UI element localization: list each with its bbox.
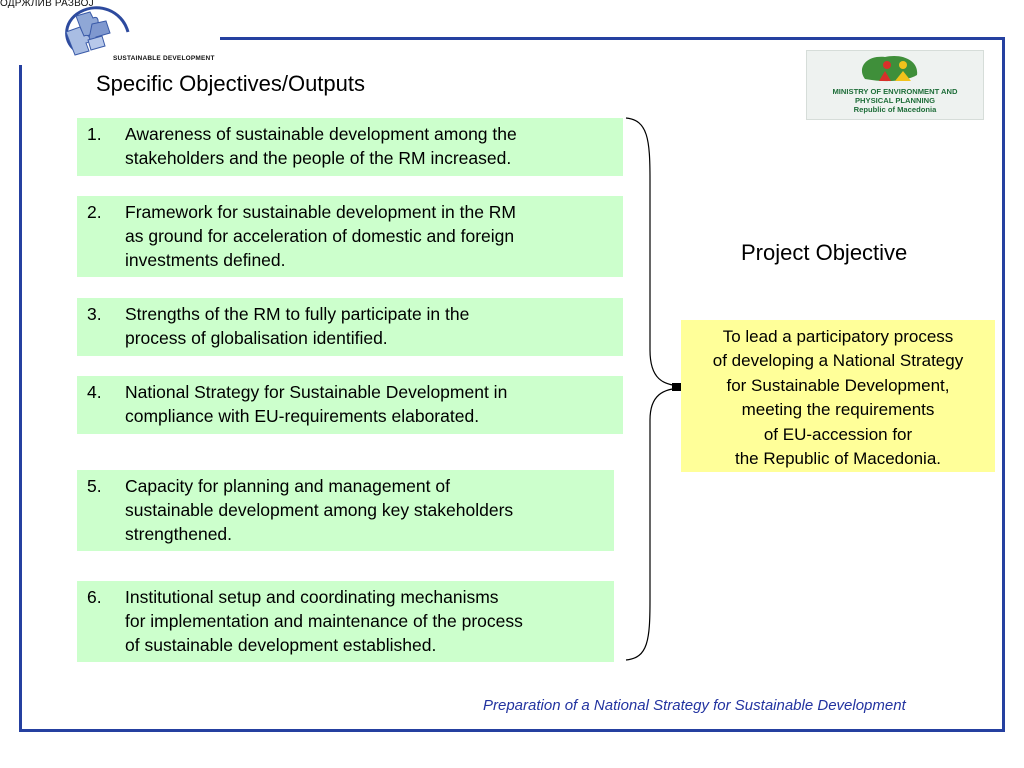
lower-brace-connector bbox=[625, 387, 685, 661]
ministry-line-3: Republic of Macedonia bbox=[853, 105, 937, 114]
ministry-emblem-icon bbox=[861, 55, 918, 82]
footer-text: Preparation of a National Strategy for S… bbox=[483, 697, 906, 714]
objective-number: 6. bbox=[87, 587, 102, 607]
logo-top-text: ОДРЖЛИВ РАЗВОЈ bbox=[0, 0, 94, 9]
page-title: Specific Objectives/Outputs bbox=[96, 71, 366, 96]
objective-number: 3. bbox=[87, 304, 102, 324]
objective-text: Awareness of sustainable development amo… bbox=[125, 124, 517, 168]
ministry-name: MINISTRY OF ENVIRONMENT AND PHYSICAL PLA… bbox=[807, 87, 983, 114]
objective-text: Strengths of the RM to fully participate… bbox=[125, 304, 470, 348]
logo-caption: SUSTAINABLE DEVELOPMENT bbox=[113, 55, 215, 62]
objective-box-4: 4. National Strategy for Sustainable Dev… bbox=[77, 376, 623, 434]
objective-number: 5. bbox=[87, 476, 102, 496]
project-objective-text: To lead a participatory process of devel… bbox=[712, 327, 964, 469]
ministry-logo: MINISTRY OF ENVIRONMENT AND PHYSICAL PLA… bbox=[806, 50, 984, 120]
objective-text: National Strategy for Sustainable Develo… bbox=[125, 382, 508, 426]
objective-number: 2. bbox=[87, 202, 102, 222]
puzzle-logo-icon bbox=[65, 6, 130, 56]
upper-brace-connector bbox=[625, 117, 685, 387]
sustainable-development-logo bbox=[58, 4, 138, 64]
frame-right-line bbox=[1002, 37, 1005, 732]
objective-text: Institutional setup and coordinating mec… bbox=[125, 587, 523, 655]
objective-box-6: 6. Institutional setup and coordinating … bbox=[77, 581, 614, 662]
objective-number: 4. bbox=[87, 382, 102, 402]
objective-box-1: 1. Awareness of sustainable development … bbox=[77, 118, 623, 176]
objective-box-5: 5. Capacity for planning and management … bbox=[77, 470, 614, 551]
project-objective-title: Project Objective bbox=[741, 240, 908, 265]
frame-left-line bbox=[19, 65, 22, 732]
frame-top-line bbox=[220, 37, 1005, 40]
project-objective-box: To lead a participatory process of devel… bbox=[681, 320, 995, 472]
objective-box-3: 3. Strengths of the RM to fully particip… bbox=[77, 298, 623, 356]
objective-number: 1. bbox=[87, 124, 102, 144]
objective-text: Framework for sustainable development in… bbox=[125, 202, 517, 270]
objective-text: Capacity for planning and management of … bbox=[125, 476, 514, 544]
objective-box-2: 2. Framework for sustainable development… bbox=[77, 196, 623, 277]
frame-bottom-line bbox=[19, 729, 1005, 732]
ministry-line-1: MINISTRY OF ENVIRONMENT AND bbox=[832, 87, 958, 96]
ministry-line-2: PHYSICAL PLANNING bbox=[854, 96, 936, 105]
